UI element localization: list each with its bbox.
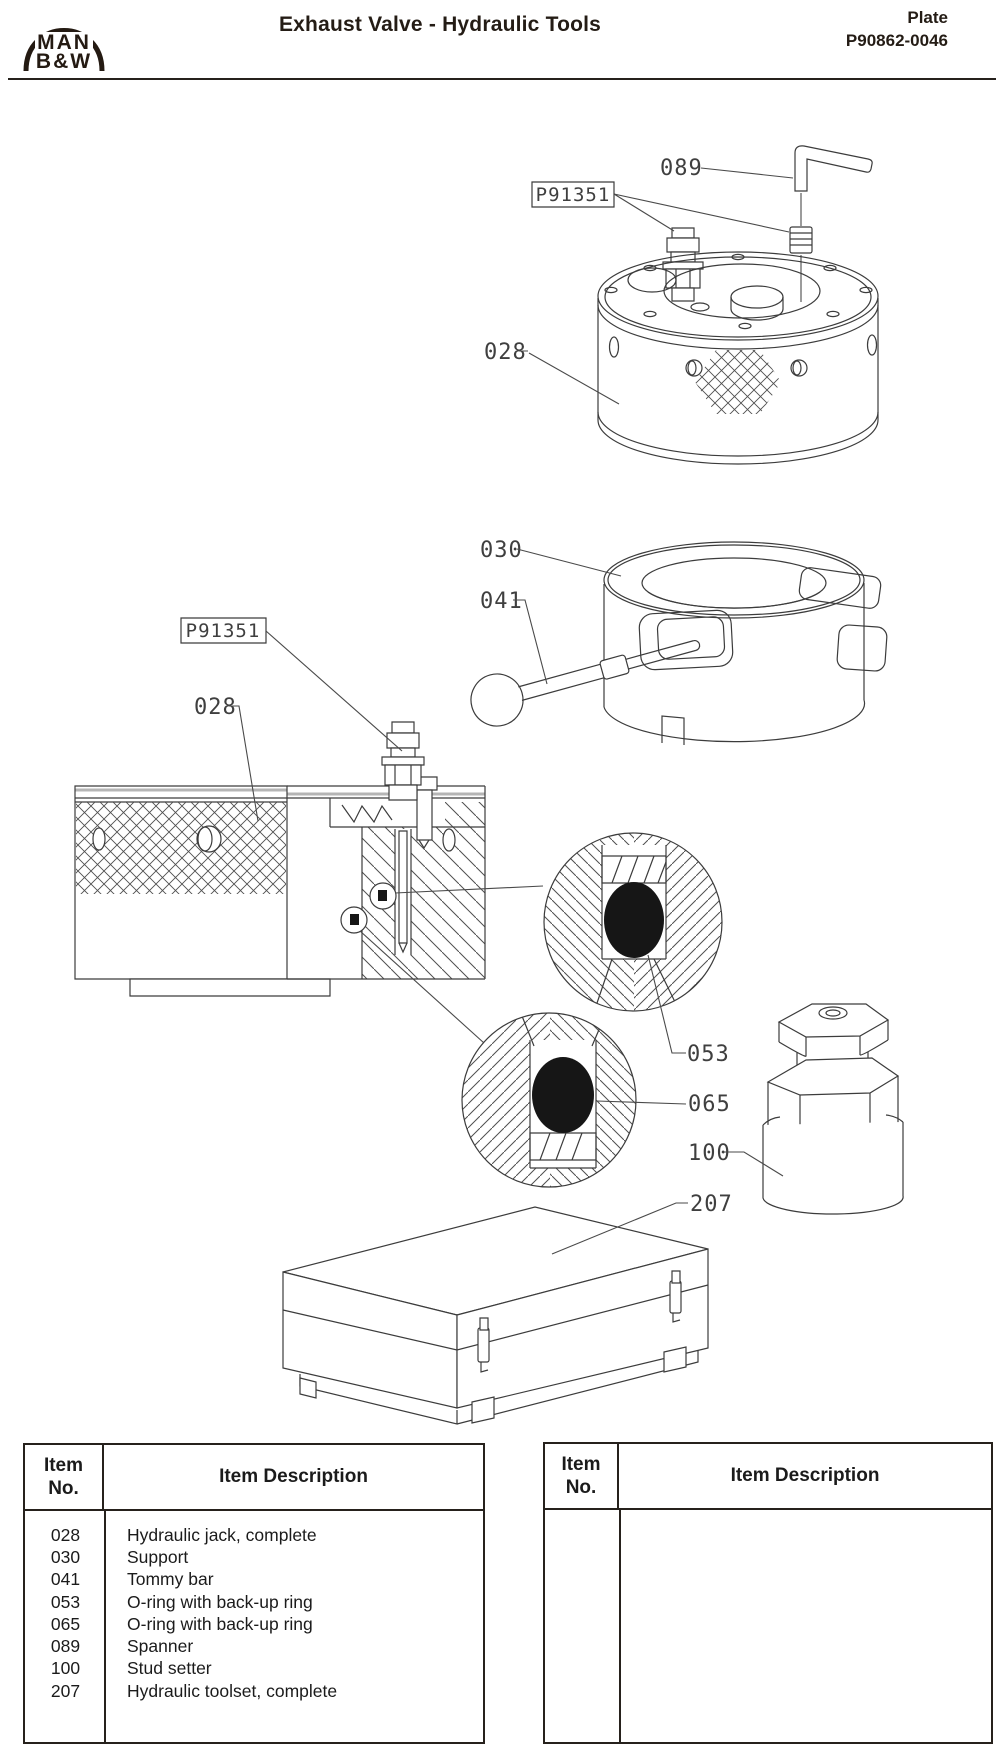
column-divider [619, 1510, 621, 1744]
jack-bolt-holes [605, 254, 872, 328]
man-bw-logo-graphic: MAN B&W [23, 28, 105, 73]
parts-table-empty: Item No. Item Description [543, 1442, 993, 1744]
parts-table-header: Item No. Item Description [25, 1445, 483, 1511]
coupling-section-graphic [382, 722, 424, 800]
spanner-graphic [795, 146, 872, 191]
hydraulic-jack-complete-drawing: 089 P91351 028 [484, 146, 878, 464]
callout-tommy-bar: 041 [480, 589, 523, 614]
logo-text-bw: B&W [36, 50, 92, 71]
logo-text-man: MAN [37, 31, 91, 54]
col-header-description: Item Description [219, 1466, 368, 1487]
parts-table-empty-body [545, 1510, 991, 1744]
jack-section-drawing: P91351 028 [75, 618, 543, 1043]
toolbox-drawing: 207 [283, 1192, 733, 1424]
callout-coupling-section: P91351 [186, 620, 261, 642]
hydraulic-tools-drawing: 089 P91351 028 [0, 80, 1004, 1440]
knurl-patch [695, 350, 781, 414]
col-header-item-no: Item No. [545, 1444, 619, 1508]
callout-spanner: 089 [660, 156, 703, 181]
callout-box-coupling-top [532, 182, 614, 207]
plug-graphic [790, 227, 812, 253]
header-rule [8, 78, 996, 80]
callout-oring-upper: 053 [687, 1042, 730, 1067]
callout-jack-section: 028 [194, 695, 237, 720]
parts-table-empty-header: Item No. Item Description [545, 1444, 991, 1510]
jack-top-pockets [628, 264, 820, 320]
callout-support: 030 [480, 538, 523, 563]
column-divider [104, 1511, 106, 1744]
callout-toolset: 207 [690, 1192, 733, 1217]
plate-number: P90862-0046 [845, 31, 948, 50]
support-drawing: 030 041 [465, 538, 887, 745]
knurl-section [76, 802, 286, 894]
callout-stud-setter: 100 [688, 1141, 731, 1166]
coupling-top-graphic [663, 228, 703, 301]
plate-label: Plate [907, 8, 948, 27]
callout-coupling-top: P91351 [536, 184, 611, 206]
plate-block: Plate P90862-0046 [846, 6, 948, 52]
latch-rear [670, 1271, 681, 1322]
jack-side-holes [610, 335, 877, 376]
stud-setter-drawing: 053 065 100 [597, 955, 903, 1214]
latch-front [478, 1318, 489, 1372]
page-title: Exhaust Valve - Hydraulic Tools [278, 13, 602, 36]
tommy-bar-graphic [465, 619, 706, 732]
oring-detail-upper [544, 833, 724, 1013]
spring-graphic [342, 805, 392, 822]
col-header-description: Item Description [730, 1465, 880, 1486]
callout-box-coupling-section [181, 618, 266, 643]
col-header-item-no: Item No. [25, 1445, 104, 1509]
callout-oring-lower: 065 [688, 1092, 731, 1117]
man-bw-logo: MAN B&W [14, 5, 114, 73]
callout-jack-top: 028 [484, 340, 527, 365]
